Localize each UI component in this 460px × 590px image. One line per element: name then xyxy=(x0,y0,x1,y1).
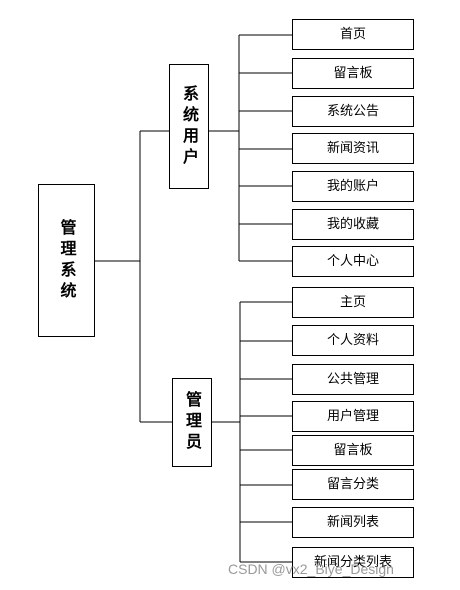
leaf-label: 留言板 xyxy=(333,443,373,458)
leaf-node: 新闻列表 xyxy=(292,507,414,538)
leaf-label: 用户管理 xyxy=(326,409,379,424)
leaf-label: 留言分类 xyxy=(326,477,379,492)
leaf-label: 系统公告 xyxy=(326,104,379,119)
group-node-label: 管理员 xyxy=(183,391,202,454)
leaf-label: 首页 xyxy=(339,27,366,42)
leaf-label: 留言板 xyxy=(333,66,373,81)
leaf-label: 我的账户 xyxy=(326,179,379,194)
leaf-node: 留言分类 xyxy=(292,469,414,500)
leaf-label: 新闻资讯 xyxy=(326,141,379,156)
leaf-node: 系统公告 xyxy=(292,96,414,127)
leaf-node: 公共管理 xyxy=(292,364,414,395)
group-node-system-user: 系统用户 xyxy=(169,64,209,189)
root-node-label: 管理系统 xyxy=(57,218,77,303)
group-node-admin: 管理员 xyxy=(172,378,212,467)
group-node-label: 系统用户 xyxy=(180,84,199,169)
leaf-node: 我的收藏 xyxy=(292,209,414,240)
leaf-node: 个人资料 xyxy=(292,325,414,356)
leaf-label: 主页 xyxy=(339,295,366,310)
watermark-text: CSDN @vx2_Biye_Design xyxy=(228,561,394,577)
leaf-node: 我的账户 xyxy=(292,171,414,202)
root-node: 管理系统 xyxy=(38,184,95,337)
leaf-node: 个人中心 xyxy=(292,246,414,277)
leaf-node: 新闻资讯 xyxy=(292,133,414,164)
leaf-label: 新闻列表 xyxy=(326,515,379,530)
leaf-node: 主页 xyxy=(292,287,414,318)
leaf-node: 留言板 xyxy=(292,435,414,466)
leaf-node: 留言板 xyxy=(292,58,414,89)
leaf-node: 新闻分类列表 xyxy=(292,547,414,578)
leaf-label: 新闻分类列表 xyxy=(313,555,392,570)
leaf-node: 用户管理 xyxy=(292,401,414,432)
leaf-node: 首页 xyxy=(292,19,414,50)
leaf-label: 个人中心 xyxy=(326,254,379,269)
leaf-label: 我的收藏 xyxy=(326,217,379,232)
leaf-label: 个人资料 xyxy=(326,333,379,348)
leaf-label: 公共管理 xyxy=(326,372,379,387)
